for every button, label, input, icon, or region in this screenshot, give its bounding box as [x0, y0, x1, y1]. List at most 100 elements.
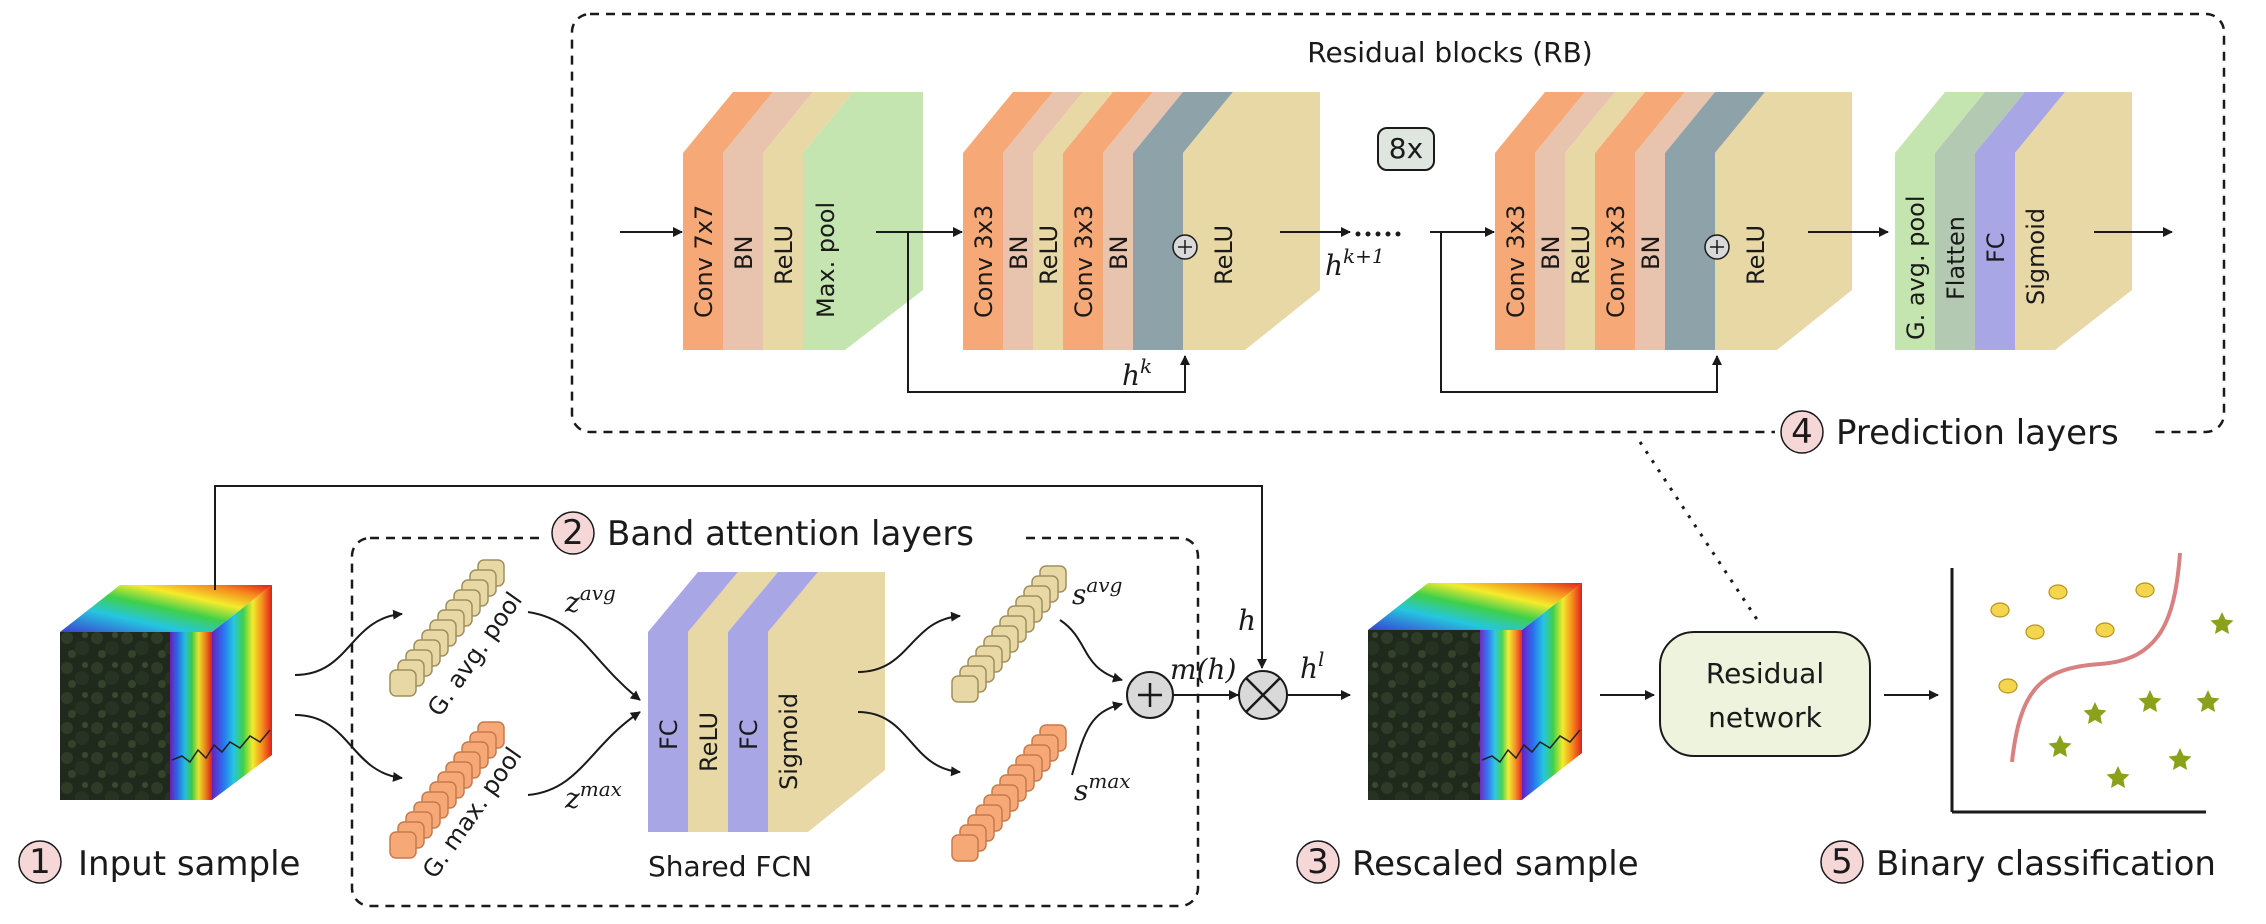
step-5-label: Binary classification [1876, 844, 2216, 884]
step-4-label: Prediction layers [1836, 413, 2119, 453]
residual-blocks-title: Residual blocks (RB) [1307, 36, 1592, 69]
max-pool-stack [389, 721, 505, 859]
rb2-conv2-label: Conv 3x3 [1602, 205, 1630, 318]
step-1-badge [18, 840, 62, 884]
arrow-input-maxpool [294, 714, 403, 782]
step-4: 4 Prediction layers [1775, 408, 2155, 458]
s-max-label: smax [1074, 769, 1131, 807]
step-2-number: 2 [562, 513, 584, 553]
hk1-label: hk+1 [1325, 244, 1385, 282]
arrow-fcn-savg [857, 611, 961, 673]
stem-maxpool-label: Max. pool [812, 202, 840, 318]
residual-network-box [1659, 631, 1871, 757]
step-3-label: Rescaled sample [1352, 844, 1639, 884]
class-b-star [2106, 766, 2130, 788]
class-a-point [1990, 602, 2010, 618]
fcn-fc1-label: FC [655, 719, 683, 750]
avg-pool-stack [389, 559, 505, 697]
residual-block-2: Conv 3x3 BN ReLU Conv 3x3 BN ReLU [1495, 92, 1852, 350]
step-2-label: Band attention layers [607, 514, 974, 554]
rb2-bn2-label: BN [1637, 236, 1665, 270]
head-gavgpool-label: G. avg. pool [1902, 195, 1930, 340]
class-b-star [2196, 690, 2220, 712]
head-flatten-label: Flatten [1942, 216, 1970, 300]
fcn-relu-label: ReLU [695, 712, 723, 772]
class-b-star [2048, 735, 2072, 757]
class-b-star [2168, 748, 2192, 770]
step-3-number: 3 [1307, 842, 1329, 882]
s-max-stack [951, 724, 1067, 862]
dotted-connector [1638, 441, 1762, 625]
step-1-number: 1 [29, 842, 51, 882]
step-2: 2 Band attention layers [540, 508, 1020, 560]
skip-connection-2 [1440, 232, 1722, 393]
class-a-point [2095, 622, 2115, 638]
residual-block-1: Conv 3x3 BN ReLU Conv 3x3 BN ReLU [963, 92, 1320, 350]
stem-bn-label: BN [730, 236, 758, 270]
class-b-star [2083, 702, 2107, 724]
rb1-bn2-label: BN [1105, 236, 1133, 270]
classification-plot [1950, 552, 2234, 814]
arrow-savg-plus [1059, 619, 1123, 683]
prediction-layers-box [570, 12, 2226, 434]
step-4-badge [1780, 410, 1824, 454]
head-fc-label: FC [1982, 232, 2010, 263]
class-b-star [2210, 612, 2234, 634]
stem-conv-label: Conv 7x7 [690, 205, 718, 318]
h-label: h [1238, 604, 1256, 637]
stem-relu-label: ReLU [770, 225, 798, 285]
skip-connection-1 [907, 232, 1190, 393]
residual-network-line2: network [1708, 701, 1822, 734]
step-2-badge [551, 511, 595, 555]
rb1-conv1-label: Conv 3x3 [970, 205, 998, 318]
residual-network-line1: Residual [1706, 657, 1824, 690]
head-block: G. avg. pool Flatten FC Sigmoid [1895, 92, 2132, 350]
h-skip-line [214, 485, 1267, 669]
class-a-point [2025, 624, 2045, 640]
step-1: 1 Input sample [18, 840, 300, 884]
input-cube [60, 585, 272, 800]
hk-label: hk [1122, 354, 1152, 392]
repeat-label: 8x [1389, 132, 1423, 165]
rescaled-cube [1368, 583, 1582, 800]
class-b-star [2138, 690, 2162, 712]
m-h-label: m(h) [1170, 653, 1236, 686]
step-3: 3 Rescaled sample [1296, 840, 1639, 884]
class-a-point [2135, 582, 2155, 598]
rb2-relu2-label: ReLU [1742, 225, 1770, 285]
step-5-badge [1820, 840, 1864, 884]
step-5-number: 5 [1831, 842, 1853, 882]
ellipsis-dots [1355, 231, 1401, 237]
shared-fcn-block: FC ReLU FC Sigmoid [648, 572, 885, 832]
arrow-smax-plus [1071, 701, 1123, 776]
rb1-bn1-label: BN [1005, 236, 1033, 270]
z-avg-label: zavg [564, 581, 616, 619]
arrow-zavg-fcn [527, 611, 641, 701]
fcn-sigmoid-label: Sigmoid [775, 693, 803, 790]
rb1-conv2-label: Conv 3x3 [1070, 205, 1098, 318]
fcn-fc2-label: FC [735, 719, 763, 750]
rb1-relu2-label: ReLU [1210, 225, 1238, 285]
arrow-fcn-smax [857, 711, 961, 777]
shared-fcn-label: Shared FCN [648, 850, 812, 883]
step-5: 5 Binary classification [1820, 840, 2216, 884]
class-a-point [2048, 584, 2068, 600]
step-3-badge [1296, 840, 1340, 884]
repeat-badge [1377, 127, 1435, 171]
rb2-relu1-label: ReLU [1567, 225, 1595, 285]
rb2-conv1-label: Conv 3x3 [1502, 205, 1530, 318]
s-avg-stack [951, 565, 1067, 703]
step-1-label: Input sample [78, 844, 300, 884]
z-max-label: zmax [564, 777, 622, 815]
s-avg-label: savg [1072, 573, 1122, 611]
decision-boundary [2010, 552, 2182, 763]
rb2-bn1-label: BN [1537, 236, 1565, 270]
arrow-input-avgpool [294, 609, 403, 676]
hl-label: hl [1300, 647, 1324, 685]
arrow-zmax-fcn [527, 711, 641, 796]
head-sigmoid-label: Sigmoid [2022, 208, 2050, 305]
class-a-point [1998, 678, 2018, 694]
stem-block: Conv 7x7 BN ReLU Max. pool [683, 92, 923, 350]
step-4-number: 4 [1791, 412, 1813, 452]
